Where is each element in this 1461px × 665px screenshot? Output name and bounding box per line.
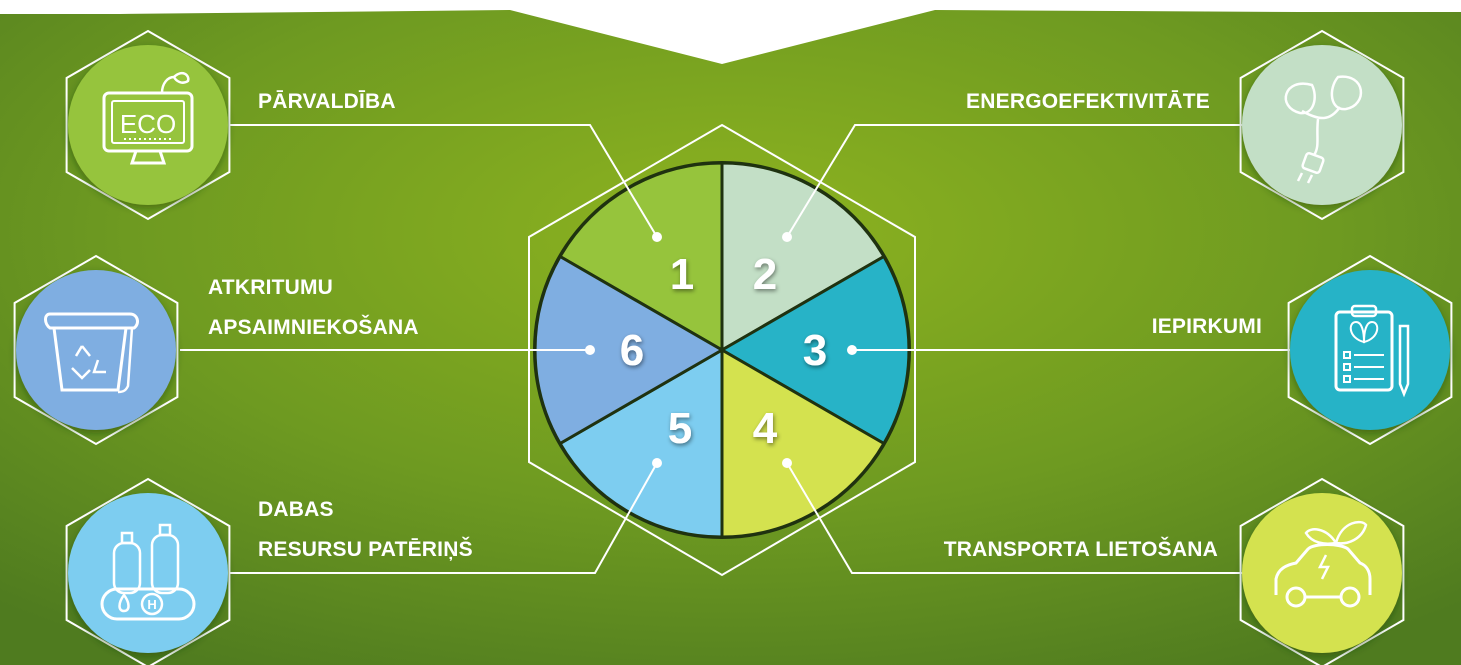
label-apsaimniekosana: APSAIMNIEKOŠANA <box>208 315 419 339</box>
hydrogen-tanks-icon: H <box>100 523 196 621</box>
connector-dot-3 <box>847 345 857 355</box>
connector-dot-2 <box>782 232 792 242</box>
badge-2 <box>1239 29 1405 221</box>
badge-hex-frame <box>1287 254 1453 446</box>
segment-number-4: 4 <box>753 404 778 453</box>
icon-badges: ECO H <box>13 29 1453 665</box>
badge-circle <box>16 270 176 430</box>
badge-3 <box>1287 254 1453 446</box>
label-atkritumu: ATKRITUMU <box>208 276 333 299</box>
pie-segment-2 <box>720 161 886 353</box>
connector-dot-4 <box>782 458 792 468</box>
label-iepirkumi: IEPIRKUMI <box>1152 315 1262 338</box>
connector-5 <box>230 462 658 574</box>
connector-4 <box>786 462 1244 574</box>
plant-plug-icon <box>1284 75 1363 184</box>
segment-number-2: 2 <box>753 250 777 299</box>
eco-monitor-icon: ECO <box>102 71 194 165</box>
badge-6 <box>13 254 179 446</box>
connector-dot-1 <box>652 232 662 242</box>
badge-hex-frame <box>1239 29 1405 221</box>
segment-labels: PĀRVALDĪBA ENERGOEFEKTIVITĀTE IEPIRKUMI … <box>208 90 1262 561</box>
badge-hex-frame <box>13 254 179 446</box>
eco-car-icon <box>1274 520 1372 608</box>
badge-circle <box>1242 493 1402 653</box>
svg-text:H: H <box>147 597 156 612</box>
segment-numbers: 1 2 3 4 5 6 <box>620 250 827 453</box>
badge-circle <box>1290 270 1450 430</box>
clipboard-icon <box>1334 304 1410 398</box>
recycle-bin-icon <box>44 312 139 394</box>
label-dabas: DABAS <box>258 498 334 521</box>
badge-hex-frame <box>65 477 231 665</box>
badge-circle <box>1242 45 1402 205</box>
connectors <box>180 124 1290 574</box>
badge-4 <box>1239 477 1405 665</box>
label-transporta-lietosana: TRANSPORTA LIETOŠANA <box>944 537 1218 561</box>
badge-hex-frame <box>65 29 231 221</box>
badge-hex-frame <box>1239 477 1405 665</box>
segment-number-3: 3 <box>803 326 827 375</box>
label-resursu-paterins: RESURSU PATĒRIŅŠ <box>258 537 473 561</box>
connector-1 <box>230 124 658 238</box>
connector-2 <box>786 124 1242 238</box>
badge-circle <box>68 493 228 653</box>
connector-dot-6 <box>585 345 595 355</box>
segment-number-6: 6 <box>620 326 644 375</box>
segment-number-1: 1 <box>670 250 694 299</box>
segment-number-5: 5 <box>668 404 692 453</box>
connector-dot-5 <box>652 458 662 468</box>
eco-text: ECO <box>120 109 176 139</box>
badge-5: H <box>65 477 231 665</box>
central-hex-frame <box>528 123 916 577</box>
badge-circle <box>68 45 228 205</box>
top-notch <box>0 0 1461 64</box>
label-parvaldiba: PĀRVALDĪBA <box>258 90 396 113</box>
badge-1: ECO <box>65 29 231 221</box>
center-pie <box>533 161 911 539</box>
label-energoefektivitate: ENERGOEFEKTIVITĀTE <box>966 90 1210 113</box>
